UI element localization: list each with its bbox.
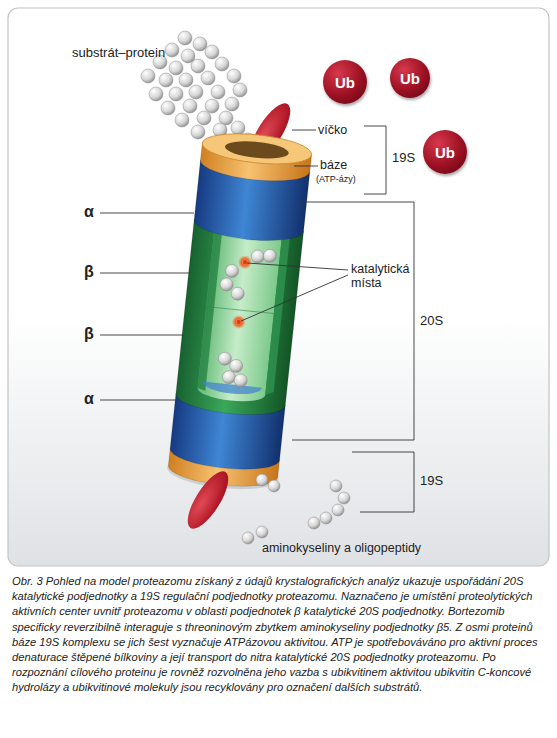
- substrate-ball: [233, 83, 247, 97]
- ubiquitin-circle: Ub: [323, 60, 367, 104]
- product-ball: [330, 480, 342, 492]
- substrate-ball: [197, 111, 211, 125]
- substrate-ball: [191, 59, 205, 73]
- ubiquitin-label: Ub: [335, 74, 355, 91]
- substrate-ball: [219, 277, 233, 291]
- ubiquitin-circle: Ub: [390, 58, 430, 98]
- ubiquitin-circle: Ub: [423, 130, 467, 174]
- substrate-ball: [175, 113, 189, 127]
- part-label: substrát–protein: [72, 46, 165, 61]
- part-note: (ATP-ázy): [316, 174, 356, 184]
- bracket: [292, 202, 414, 440]
- figure-panel: [8, 8, 549, 566]
- product-ball: [242, 532, 254, 544]
- substrate-ball: [231, 121, 245, 135]
- part-label: aminokyseliny a oligopeptidy: [262, 541, 421, 555]
- complex-label: 19S: [392, 151, 415, 166]
- leader-line: [100, 400, 177, 401]
- substrate-ball: [233, 373, 247, 387]
- substrate-ball: [205, 99, 219, 113]
- part-label: víčko: [318, 123, 347, 137]
- base-ring-top-face: [201, 129, 313, 168]
- substrate-ball: [211, 85, 225, 99]
- substrate-ball: [161, 101, 175, 115]
- product-ball: [338, 492, 350, 504]
- bracket: [292, 126, 414, 512]
- substrate-ball: [222, 370, 236, 384]
- substrate-ball: [189, 85, 203, 99]
- substrate-ball: [159, 73, 173, 87]
- substrate-ball: [149, 87, 163, 101]
- substrate-ball: [178, 31, 192, 45]
- pore: [224, 139, 289, 162]
- part-label: katalytická místa: [351, 262, 431, 291]
- substrate-ball: [263, 249, 277, 263]
- leader-line: [247, 263, 348, 270]
- substrate-ball: [165, 43, 179, 57]
- catalytic-site: [236, 320, 241, 325]
- cutaway-edge: [197, 229, 222, 391]
- complex-label: 19S: [420, 474, 443, 489]
- product-ball: [332, 504, 344, 516]
- leader-line: [241, 275, 348, 321]
- complex-label: 20S: [420, 314, 443, 329]
- ubiquitin-label: Ub: [435, 144, 455, 161]
- substrate-ball: [215, 57, 229, 71]
- subunit-label: α: [84, 203, 94, 221]
- beta-rings: [174, 220, 303, 419]
- substrate-ball: [169, 87, 183, 101]
- lid-bottom: [180, 466, 235, 535]
- substrate-ball: [201, 71, 215, 85]
- substrate-ball: [169, 61, 183, 75]
- subunit-label: α: [84, 390, 94, 408]
- bracket: [352, 452, 414, 512]
- substrate-ball: [179, 73, 193, 87]
- product-ball: [320, 512, 332, 524]
- ring-seam: [206, 306, 274, 313]
- leader-line: [100, 130, 348, 400]
- catalytic-site: [237, 255, 252, 270]
- substrate-ball: [141, 69, 155, 83]
- leader-line: [292, 130, 316, 131]
- catalytic-site: [231, 314, 246, 329]
- alpha-ring-interior: [201, 381, 262, 396]
- substrate-ball: [193, 37, 207, 51]
- product-ball: [268, 480, 280, 492]
- bracket: [364, 126, 386, 194]
- substrate-ball: [191, 125, 205, 139]
- substrate-ball: [205, 45, 219, 59]
- substrate-ball: [225, 264, 239, 278]
- substrate-ball: [251, 249, 265, 263]
- subunit-label: β: [84, 325, 94, 343]
- substrate-ball: [227, 69, 241, 83]
- substrate-ball: [210, 244, 277, 389]
- proteasome-cylinder: [166, 129, 314, 494]
- product-ball: [242, 474, 350, 544]
- ubiquitin-label: Ub: [400, 70, 420, 87]
- leader-line: [294, 166, 318, 167]
- leader-line: [100, 213, 194, 214]
- leader-line: [100, 335, 184, 336]
- figure-caption: Obr. 3 Pohled na model proteazomu získan…: [12, 574, 546, 696]
- substrate-ball: [225, 97, 239, 111]
- subunit-label: β: [84, 263, 94, 281]
- product-ball: [308, 517, 320, 529]
- part-label: báze: [320, 158, 347, 172]
- product-ball: [256, 474, 268, 486]
- substrate-ball: [231, 287, 245, 301]
- catalytic-site: [243, 260, 248, 265]
- leader-line: [100, 273, 190, 274]
- substrate-ball: [183, 99, 197, 113]
- product-ball: [256, 526, 268, 538]
